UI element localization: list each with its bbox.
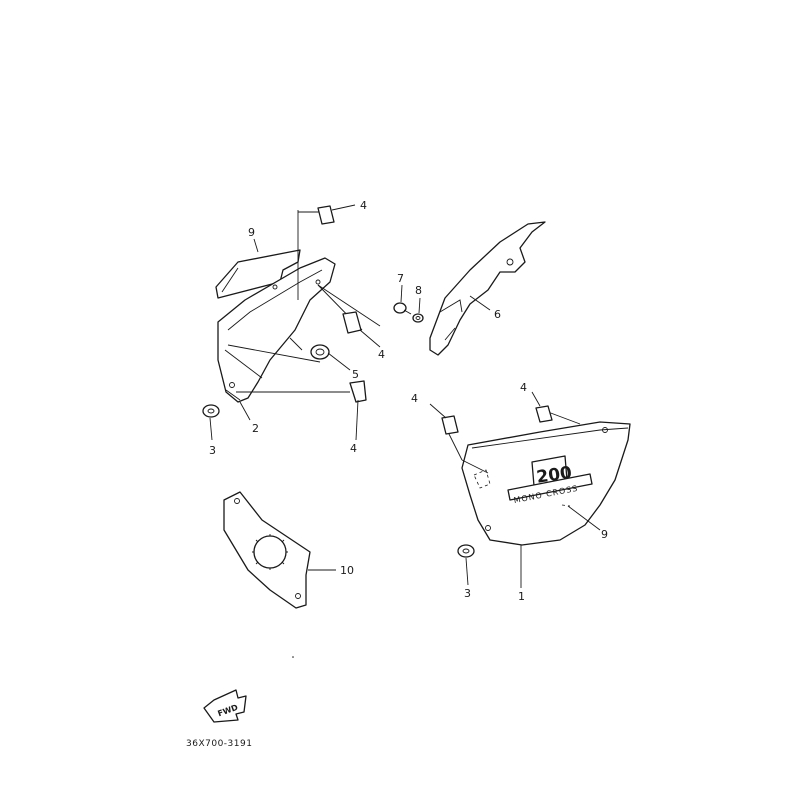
callout-10: 10 (340, 564, 354, 577)
callout-4-mid: 4 (378, 348, 385, 361)
callout-4-right-left: 4 (411, 392, 418, 405)
callout-9-right: 9 (601, 528, 608, 541)
callout-7: 7 (397, 272, 404, 285)
part-3-nut-right (457, 544, 475, 558)
callout-1: 1 (518, 590, 525, 603)
part-2-left-side-cover (217, 257, 336, 403)
part-7-bolt (393, 302, 412, 315)
part-9-left-emblem (215, 249, 301, 299)
callout-9-left: 9 (248, 226, 255, 239)
callout-3-right: 3 (464, 587, 471, 600)
part-10-plate (223, 491, 311, 609)
part-3-nut-left (202, 404, 220, 418)
callout-4-lower: 4 (350, 442, 357, 455)
callout-2: 2 (252, 422, 259, 435)
part-4-clip-top (317, 205, 335, 225)
callout-8: 8 (415, 284, 422, 297)
part-4-clip-mid (342, 311, 362, 334)
speck (292, 656, 294, 658)
fwd-arrow-icon: FWD (203, 689, 247, 723)
callout-4-top: 4 (360, 199, 367, 212)
diagram-code: 36X700-3191 (186, 739, 252, 749)
callout-4-right-top: 4 (520, 381, 527, 394)
part-8-washer (412, 313, 424, 323)
callout-6: 6 (494, 308, 501, 321)
part-5-grommet (310, 344, 330, 360)
assembly-lines-right (447, 411, 581, 489)
part-4-clip-right-left (441, 415, 459, 435)
part-6-bracket (429, 221, 546, 356)
callout-3-left: 3 (209, 444, 216, 457)
part-4-clip-right-top (535, 405, 553, 423)
callout-5: 5 (352, 368, 359, 381)
leaders (209, 204, 601, 588)
part-4-clip-lower (349, 380, 367, 403)
